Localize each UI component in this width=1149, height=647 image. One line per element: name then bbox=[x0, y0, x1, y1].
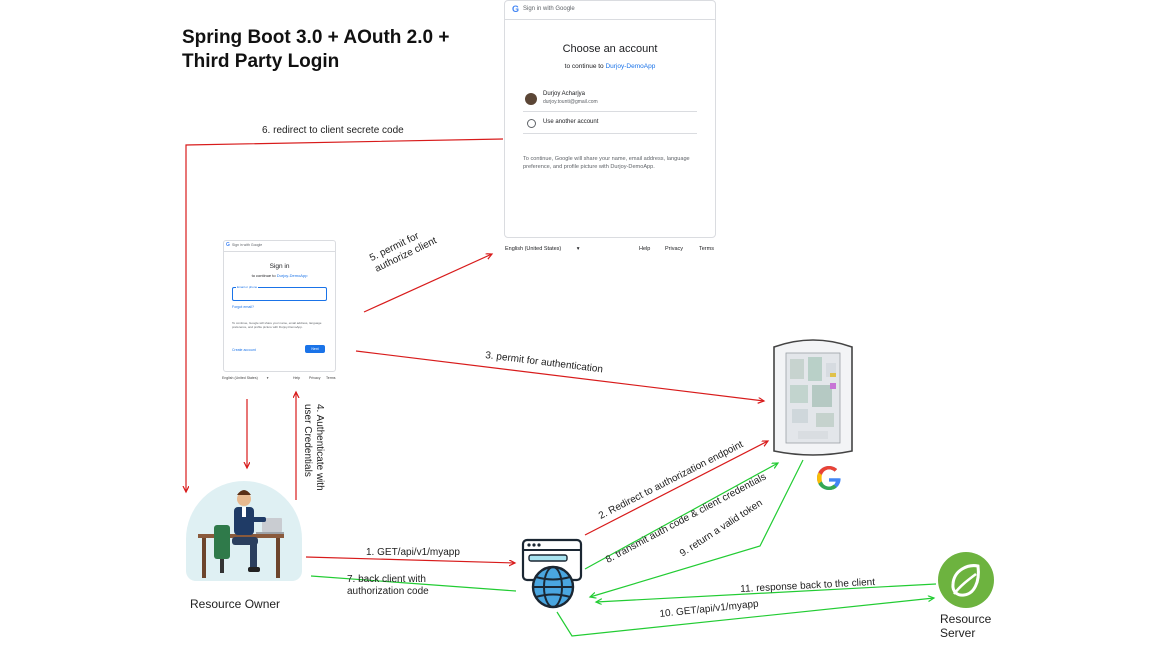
spring-leaf-icon bbox=[951, 564, 980, 597]
forgot-email-link[interactable]: Forgot email? bbox=[232, 305, 254, 309]
signin-terms-link[interactable]: Terms bbox=[326, 376, 336, 380]
globe-browser-icon bbox=[521, 538, 583, 609]
resource-owner-label: Resource Owner bbox=[190, 597, 281, 611]
terms-link[interactable]: Terms bbox=[699, 246, 714, 252]
diagram-title: Spring Boot 3.0 + AOuth 2.0 + Third Part… bbox=[182, 26, 449, 74]
use-another-account-label: Use another account bbox=[543, 119, 599, 125]
language-select[interactable]: English (United States) ▾ bbox=[505, 246, 580, 252]
resource-owner-illustration bbox=[186, 481, 302, 581]
signin-info-text: To continue, Google will share your name… bbox=[232, 321, 322, 330]
signin-card: G Sign in with Google Sign in to continu… bbox=[223, 240, 336, 372]
arrow-step-2 bbox=[584, 441, 768, 536]
signin-subtitle-prefix: to continue to bbox=[251, 273, 276, 278]
resource-server-line-1: Resource bbox=[940, 612, 992, 626]
step-7-line-1: 7. back client with bbox=[347, 574, 426, 585]
arrow-step-6 bbox=[186, 138, 504, 492]
use-another-account-row[interactable]: Use another account bbox=[523, 113, 697, 134]
arrow-step-1 bbox=[305, 556, 515, 563]
chevron-down-icon: ▾ bbox=[266, 376, 269, 380]
choose-account-card: G Sign in with Google Choose an account … bbox=[504, 0, 716, 238]
client-app-illustration bbox=[521, 538, 584, 610]
language-label: English (United States) bbox=[505, 246, 562, 252]
title-line-2: Third Party Login bbox=[182, 51, 340, 72]
step-7-label: 7. back client with authorization code bbox=[347, 574, 429, 598]
step-1-label: 1. GET/api/v1/myapp bbox=[366, 547, 460, 558]
account-row[interactable]: Durjoy Acharjya durjoy.tounti@gmail.com bbox=[523, 89, 697, 112]
google-g-icon: G bbox=[226, 242, 230, 248]
card-header-text: Sign in with Google bbox=[523, 6, 575, 12]
help-link[interactable]: Help bbox=[639, 246, 651, 252]
subtitle-prefix: to continue to bbox=[564, 63, 604, 70]
account-name: Durjoy Acharjya bbox=[543, 91, 586, 97]
title-line-1: Spring Boot 3.0 + AOuth 2.0 + bbox=[182, 27, 450, 48]
share-info-text: To continue, Google will share your name… bbox=[523, 156, 690, 170]
spring-logo-icon bbox=[938, 552, 994, 608]
email-field[interactable]: Email or phone bbox=[232, 285, 327, 301]
signin-subtitle: to continue to Durjoy-DemoApp bbox=[224, 273, 335, 278]
signin-header-text: Sign in with Google bbox=[232, 243, 263, 247]
choose-account-subtitle: to continue to Durjoy-DemoApp bbox=[505, 63, 715, 70]
step-7-line-2: authorization code bbox=[347, 586, 429, 597]
arrow-step-7 bbox=[310, 575, 517, 592]
step-4-label: 4. Authenticate with user Credentials bbox=[301, 404, 325, 491]
signin-help-link[interactable]: Help bbox=[293, 376, 301, 380]
signin-language-label: English (United States) bbox=[222, 376, 258, 380]
arrow-step-10 bbox=[556, 598, 934, 637]
next-button[interactable]: Next bbox=[305, 345, 325, 353]
create-account-link[interactable]: Create account bbox=[232, 348, 256, 352]
avatar bbox=[525, 93, 537, 105]
card-header: G Sign in with Google bbox=[505, 1, 715, 20]
choose-account-heading: Choose an account bbox=[562, 43, 658, 55]
arrow-step-11 bbox=[596, 583, 937, 602]
email-field-label: Email or phone bbox=[236, 285, 259, 289]
app-name-link[interactable]: Durjoy-DemoApp bbox=[605, 63, 656, 70]
resource-server-line-2: Server bbox=[940, 626, 976, 640]
chevron-down-icon: ▾ bbox=[576, 246, 580, 252]
account-email: durjoy.tounti@gmail.com bbox=[543, 99, 598, 105]
server-rack-icon bbox=[773, 339, 853, 456]
person-at-desk-icon bbox=[198, 490, 284, 578]
resource-server-label: Resource Server bbox=[940, 612, 991, 640]
step-4-line-2: user Credentials bbox=[302, 404, 313, 477]
signin-card-header: G Sign in with Google bbox=[224, 241, 335, 252]
google-g-icon: G bbox=[512, 4, 520, 14]
arrow-step-5 bbox=[363, 254, 492, 313]
signin-privacy-link[interactable]: Privacy bbox=[309, 376, 321, 380]
privacy-link[interactable]: Privacy bbox=[665, 246, 684, 252]
signin-heading: Sign in bbox=[269, 263, 290, 270]
arrow-step-8 bbox=[584, 463, 778, 570]
arrow-step-3 bbox=[355, 350, 764, 401]
step-4-line-1: 4. Authenticate with bbox=[314, 404, 325, 491]
google-auth-server bbox=[770, 335, 856, 457]
signin-app-name[interactable]: Durjoy-DemoApp bbox=[276, 273, 308, 278]
signin-language-select[interactable]: English (United States) ▾ bbox=[222, 376, 269, 380]
arrow-step-9 bbox=[590, 459, 804, 597]
step-6-label: 6. redirect to client secrete code bbox=[262, 125, 404, 136]
user-circle-icon bbox=[527, 119, 536, 128]
google-logo-icon bbox=[813, 462, 845, 494]
google-g-logo bbox=[817, 466, 841, 490]
